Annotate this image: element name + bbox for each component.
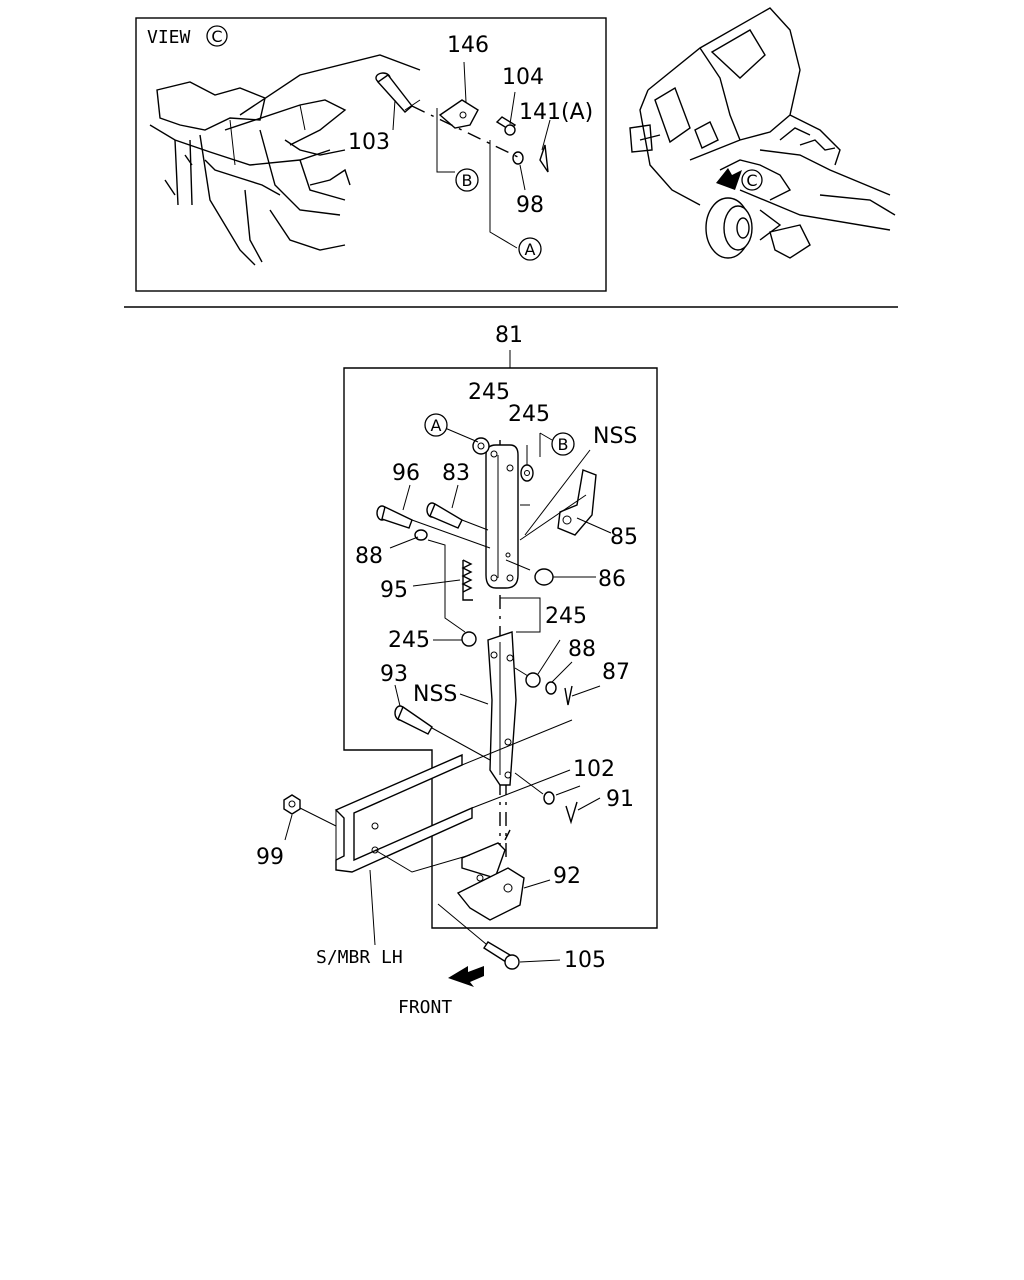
callout-93: 93: [380, 662, 408, 687]
callout-104: 104: [502, 65, 544, 90]
spring-95: [461, 559, 473, 601]
bushing-245-top2: [520, 464, 534, 482]
callout-245-mid-right: 245: [545, 604, 587, 629]
callout-87: 87: [602, 660, 630, 685]
pin-96: [376, 505, 413, 529]
callout-96: 96: [392, 461, 420, 486]
callout-103: 103: [348, 130, 390, 155]
view-c-inset: VIEW C: [135, 17, 607, 292]
callout-141a: 141(A): [519, 100, 593, 125]
main-assembly: 81: [256, 323, 658, 1018]
washer-102: [543, 791, 555, 805]
callout-88-left: 88: [355, 544, 383, 569]
callout-nss-lower: NSS: [413, 682, 457, 707]
svg-text:C: C: [746, 171, 757, 190]
bracket-92: [456, 829, 525, 921]
truck-illustration: C: [629, 7, 896, 259]
ring-86: [534, 568, 554, 586]
callout-86: 86: [598, 567, 626, 592]
front-arrow-icon: [448, 966, 484, 987]
side-member-lh: [334, 719, 573, 873]
callout-92: 92: [553, 864, 581, 889]
bushing-245-mid-left: [461, 631, 477, 647]
view-arrow-icon: [716, 168, 742, 190]
front-label: FRONT: [398, 997, 452, 1018]
svg-text:B: B: [558, 435, 569, 454]
bushing-245-mid-right: [525, 672, 541, 688]
svg-text:B: B: [462, 171, 473, 190]
callout-98: 98: [516, 193, 544, 218]
callout-85: 85: [610, 525, 638, 550]
cotter-87: [564, 685, 573, 706]
washer-88-right: [545, 681, 557, 695]
wheel: [705, 197, 753, 259]
cab-frame-drawing: [149, 54, 421, 266]
svg-text:A: A: [525, 240, 536, 259]
callout-95: 95: [380, 578, 408, 603]
washer-88-left: [414, 529, 428, 541]
callout-83: 83: [442, 461, 470, 486]
ref-a-main: A: [424, 413, 448, 437]
bolt-105: [483, 941, 520, 970]
bolt-104: [495, 116, 517, 136]
truck-view-marker: C: [741, 169, 763, 191]
callout-99: 99: [256, 845, 284, 870]
cotter-141: [539, 144, 549, 173]
lower-link: [487, 631, 517, 786]
ref-a-view: A: [518, 237, 542, 261]
callout-146: 146: [447, 33, 489, 58]
side-member-label: S/MBR LH: [316, 947, 403, 968]
view-marker: C: [206, 25, 228, 47]
ref-b-main: B: [551, 432, 575, 456]
callout-88-right: 88: [568, 637, 596, 662]
callout-102: 102: [573, 757, 615, 782]
callout-245-top2: 245: [508, 402, 550, 427]
pin-93: [394, 705, 433, 735]
callout-105: 105: [564, 948, 606, 973]
callout-nss-top: NSS: [593, 424, 637, 449]
view-title: VIEW: [147, 27, 191, 48]
bracket-146: [438, 99, 479, 129]
assembly-boundary: [343, 367, 658, 929]
upper-link: [485, 444, 519, 589]
bracket-85: [557, 469, 597, 536]
callout-245-mid-left: 245: [388, 628, 430, 653]
callout-245-top: 245: [468, 380, 510, 405]
svg-text:A: A: [431, 416, 442, 435]
washer-98: [512, 151, 524, 165]
view-marker-letter: C: [211, 27, 222, 46]
callout-91: 91: [606, 787, 634, 812]
pin-83: [426, 502, 463, 529]
inset-frame: [135, 17, 607, 292]
cotter-91: [565, 801, 578, 825]
ref-b-view: B: [455, 168, 479, 192]
nut-99: [283, 794, 301, 815]
assembly-number: 81: [495, 323, 523, 348]
